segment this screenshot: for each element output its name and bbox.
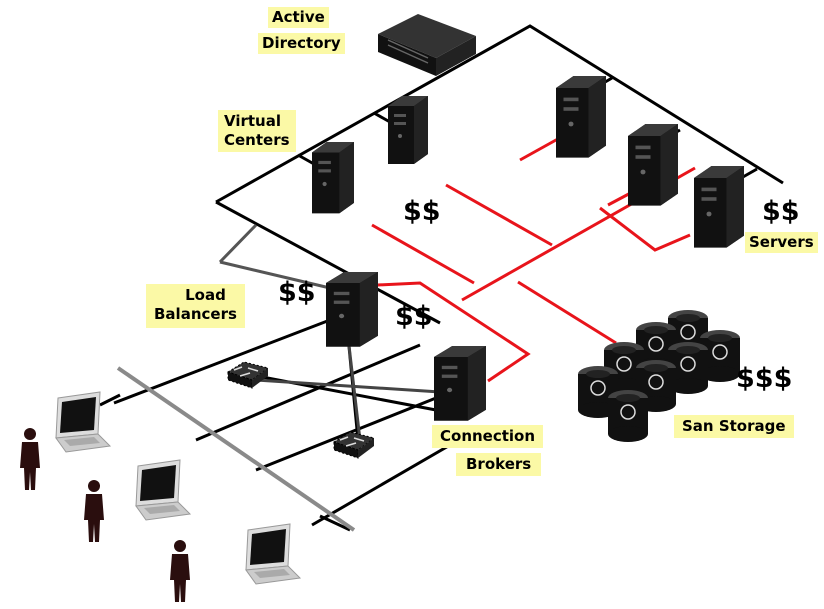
uplink-line — [218, 223, 258, 264]
connection-brokers-cost: $$ — [395, 301, 433, 332]
connection-brokers-label-2: Brokers — [456, 453, 542, 476]
load-balancers-label: Load Balancers — [146, 284, 245, 328]
virtual-centers-cost: $$ — [403, 196, 441, 227]
virtual-centers-label-line1: Virtual — [224, 112, 281, 130]
connection-broker-server-icon — [434, 346, 487, 421]
virtual-centers-label-line2: Centers — [224, 131, 290, 149]
laptop-icon — [135, 459, 191, 521]
server-icon — [556, 76, 606, 158]
connection-brokers-label: Connection — [432, 425, 544, 448]
active-directory-label-line1: Active — [272, 8, 325, 26]
servers-label: Servers — [745, 232, 818, 253]
load-balancers-label-line2: Balancers — [154, 305, 237, 323]
load-balancers-cost: $$ — [278, 277, 316, 308]
laptop-icon — [245, 523, 301, 585]
servers-cost: $$ — [762, 196, 800, 227]
user-person-icon — [20, 428, 40, 490]
client-backbone — [116, 366, 356, 532]
virtual-center-server-icon — [312, 142, 354, 214]
load-balancer-server-icon — [326, 272, 378, 347]
network-switch-icon — [227, 361, 269, 389]
active-directory-label-2: Directory — [258, 33, 345, 54]
server-icon — [628, 124, 678, 206]
load-balancers-label-line1: Load — [185, 286, 226, 304]
active-directory-label: Active — [268, 7, 329, 28]
virtual-center-server-icon — [388, 96, 428, 164]
server-icon — [694, 166, 744, 248]
user-person-icon — [170, 540, 190, 602]
virtual-centers-label: Virtual Centers — [218, 110, 296, 152]
san-storage-cost: $$$ — [736, 363, 793, 394]
laptop-icon — [55, 391, 111, 453]
active-directory-label-line2: Directory — [262, 34, 341, 52]
user-person-icon — [84, 480, 104, 542]
connection-brokers-label-line1: Connection — [440, 427, 536, 445]
active-directory-server-icon — [378, 14, 476, 76]
connection-brokers-label-line2: Brokers — [466, 455, 532, 473]
san-storage-label: San Storage — [674, 415, 794, 438]
